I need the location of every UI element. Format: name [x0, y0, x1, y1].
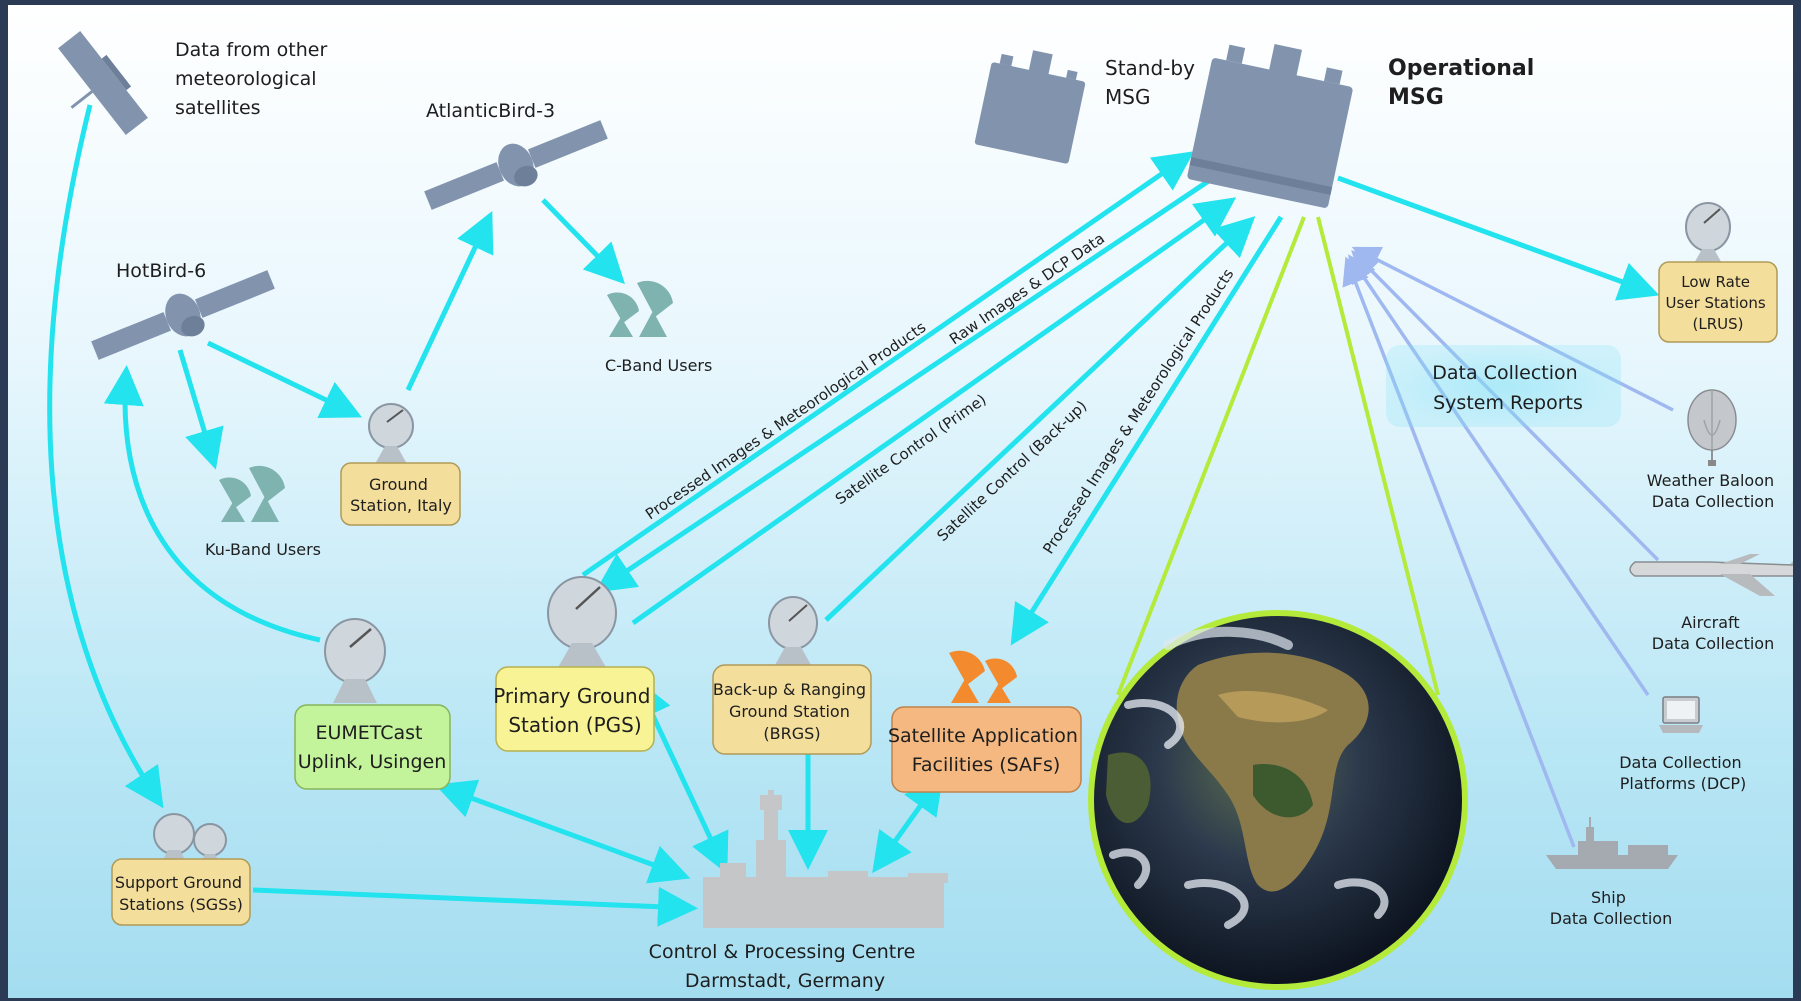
label-cband-users: C-Band Users [605, 356, 712, 375]
arrow-atlanticbird-to-cband [541, 198, 625, 285]
label-other-satellites: Data from other meteorological satellite… [175, 39, 333, 119]
arrow-ground-italy-to-atlanticbird [405, 210, 494, 392]
arrow-msg-to-saf [1010, 215, 1284, 646]
label-weather-balloon: Weather Baloon Data Collection [1647, 471, 1780, 511]
eumetcast-dish-icon [324, 618, 386, 703]
label-atlanticbird: AtlanticBird-3 [426, 100, 555, 122]
ground-italy-label: Ground Station, Italy [350, 475, 452, 515]
cyan-links [47, 104, 1660, 927]
atlanticbird-satellite-icon[interactable] [420, 109, 613, 223]
arrow-msg-to-lrus [1337, 175, 1660, 301]
dcsr-label: Data Collection System Reports [1432, 362, 1583, 414]
saf-dish-icon [949, 650, 1017, 703]
label-ship: Ship Data Collection [1550, 888, 1672, 928]
operational-msg-satellite-icon[interactable] [1187, 32, 1359, 209]
satellite-application-facilities[interactable]: Satellite Application Facilities (SAFs) [888, 650, 1084, 793]
arrow-other-sats-to-sgs [47, 104, 164, 809]
sgs-label: Support Ground Stations (SGSs) [115, 873, 247, 914]
label-kuband-users: Ku-Band Users [205, 540, 321, 559]
eumetcast-uplink[interactable]: EUMETCast Uplink, Usingen [294, 618, 451, 790]
cloud-swirls [1109, 699, 1389, 929]
lrus-label: Low Rate User Stations (LRUS) [1666, 273, 1771, 333]
arrow-hotbird-to-kuband [177, 349, 224, 470]
data-collection-system-reports[interactable]: Data Collection System Reports [1386, 345, 1621, 427]
control-processing-centre[interactable]: Control & Processing Centre Darmstadt, G… [649, 790, 948, 992]
eumetcast-label: EUMETCast Uplink, Usingen [298, 722, 447, 773]
label-dcp: Data Collection Platforms (DCP) [1619, 753, 1747, 793]
label-aircraft: Aircraft Data Collection [1652, 613, 1774, 653]
arrow-eumetcast-to-hotbird [103, 365, 321, 643]
diagram-frame: Processed Images & Meteorological Produc… [8, 5, 1793, 998]
dcp-laptop-icon[interactable] [1659, 696, 1703, 733]
support-ground-stations[interactable]: Support Ground Stations (SGSs) [111, 813, 251, 926]
south-america-shape [1106, 752, 1151, 824]
standby-msg-satellite-icon[interactable] [974, 42, 1090, 164]
ship-icon[interactable] [1546, 817, 1678, 869]
label-raw-images: Raw Images & DCP Data [946, 229, 1108, 348]
arrow-pgs-control-centre [634, 677, 729, 875]
label-operational-msg: Operational MSG [1388, 56, 1542, 110]
rainforest-shape [1253, 764, 1313, 818]
arrow-eumetcast-control-centre [434, 779, 691, 884]
label-processed-pgs: Processed Images & Meteorological Produc… [642, 318, 929, 523]
ground-italy-dish-icon [368, 403, 414, 464]
low-rate-user-stations[interactable]: Low Rate User Stations (LRUS) [1658, 202, 1778, 343]
arrow-saf-control-centre [872, 773, 944, 874]
kuband-users-icon[interactable] [219, 465, 285, 522]
arrow-hotbird-to-ground-italy [206, 340, 363, 418]
primary-ground-station[interactable]: Primary Ground Station (PGS) [493, 576, 657, 752]
hotbird-satellite-icon[interactable] [87, 259, 280, 373]
weather-balloon-icon[interactable] [1687, 389, 1737, 466]
pgs-dish-icon [547, 576, 617, 671]
cloud-band-north [1163, 626, 1293, 650]
brgs-dish-icon [768, 596, 818, 665]
arrow-operational-msg-to-pgs [594, 175, 1215, 593]
sahara-shape [1218, 690, 1328, 723]
ground-station-italy[interactable]: Ground Station, Italy [340, 403, 461, 526]
arrow-pgs-to-operational-msg [581, 151, 1195, 578]
arrow-brgs-sat-control-backup [824, 216, 1256, 622]
arrow-pgs-sat-control-prime [631, 197, 1237, 626]
arrow-sgs-to-control-centre [252, 886, 698, 927]
brgs-label: Back-up & Ranging Ground Station (BRGS) [713, 680, 871, 743]
arrow-dcp-to-msg [1348, 254, 1650, 696]
pgs-label: Primary Ground Station (PGS) [493, 684, 657, 737]
label-standby-msg: Stand-by MSG [1105, 56, 1201, 109]
earth-globe [1088, 610, 1468, 990]
aircraft-icon[interactable] [1629, 542, 1793, 596]
control-centre-building-icon [703, 790, 948, 928]
arrow-ship-to-msg [1342, 256, 1576, 848]
sgs-dish-icon [153, 813, 227, 868]
earth-beam [1116, 216, 1440, 696]
other-satellite-icon[interactable] [38, 27, 153, 151]
lrus-dish-icon [1685, 202, 1731, 267]
backup-ranging-ground-station[interactable]: Back-up & Ranging Ground Station (BRGS) [712, 596, 872, 755]
cband-users-icon[interactable] [607, 280, 673, 337]
saf-label: Satellite Application Facilities (SAFs) [888, 725, 1084, 776]
msg-system-diagram: Processed Images & Meteorological Produc… [38, 27, 1793, 992]
control-centre-label: Control & Processing Centre Darmstadt, G… [649, 941, 922, 992]
label-hotbird: HotBird-6 [116, 260, 206, 282]
